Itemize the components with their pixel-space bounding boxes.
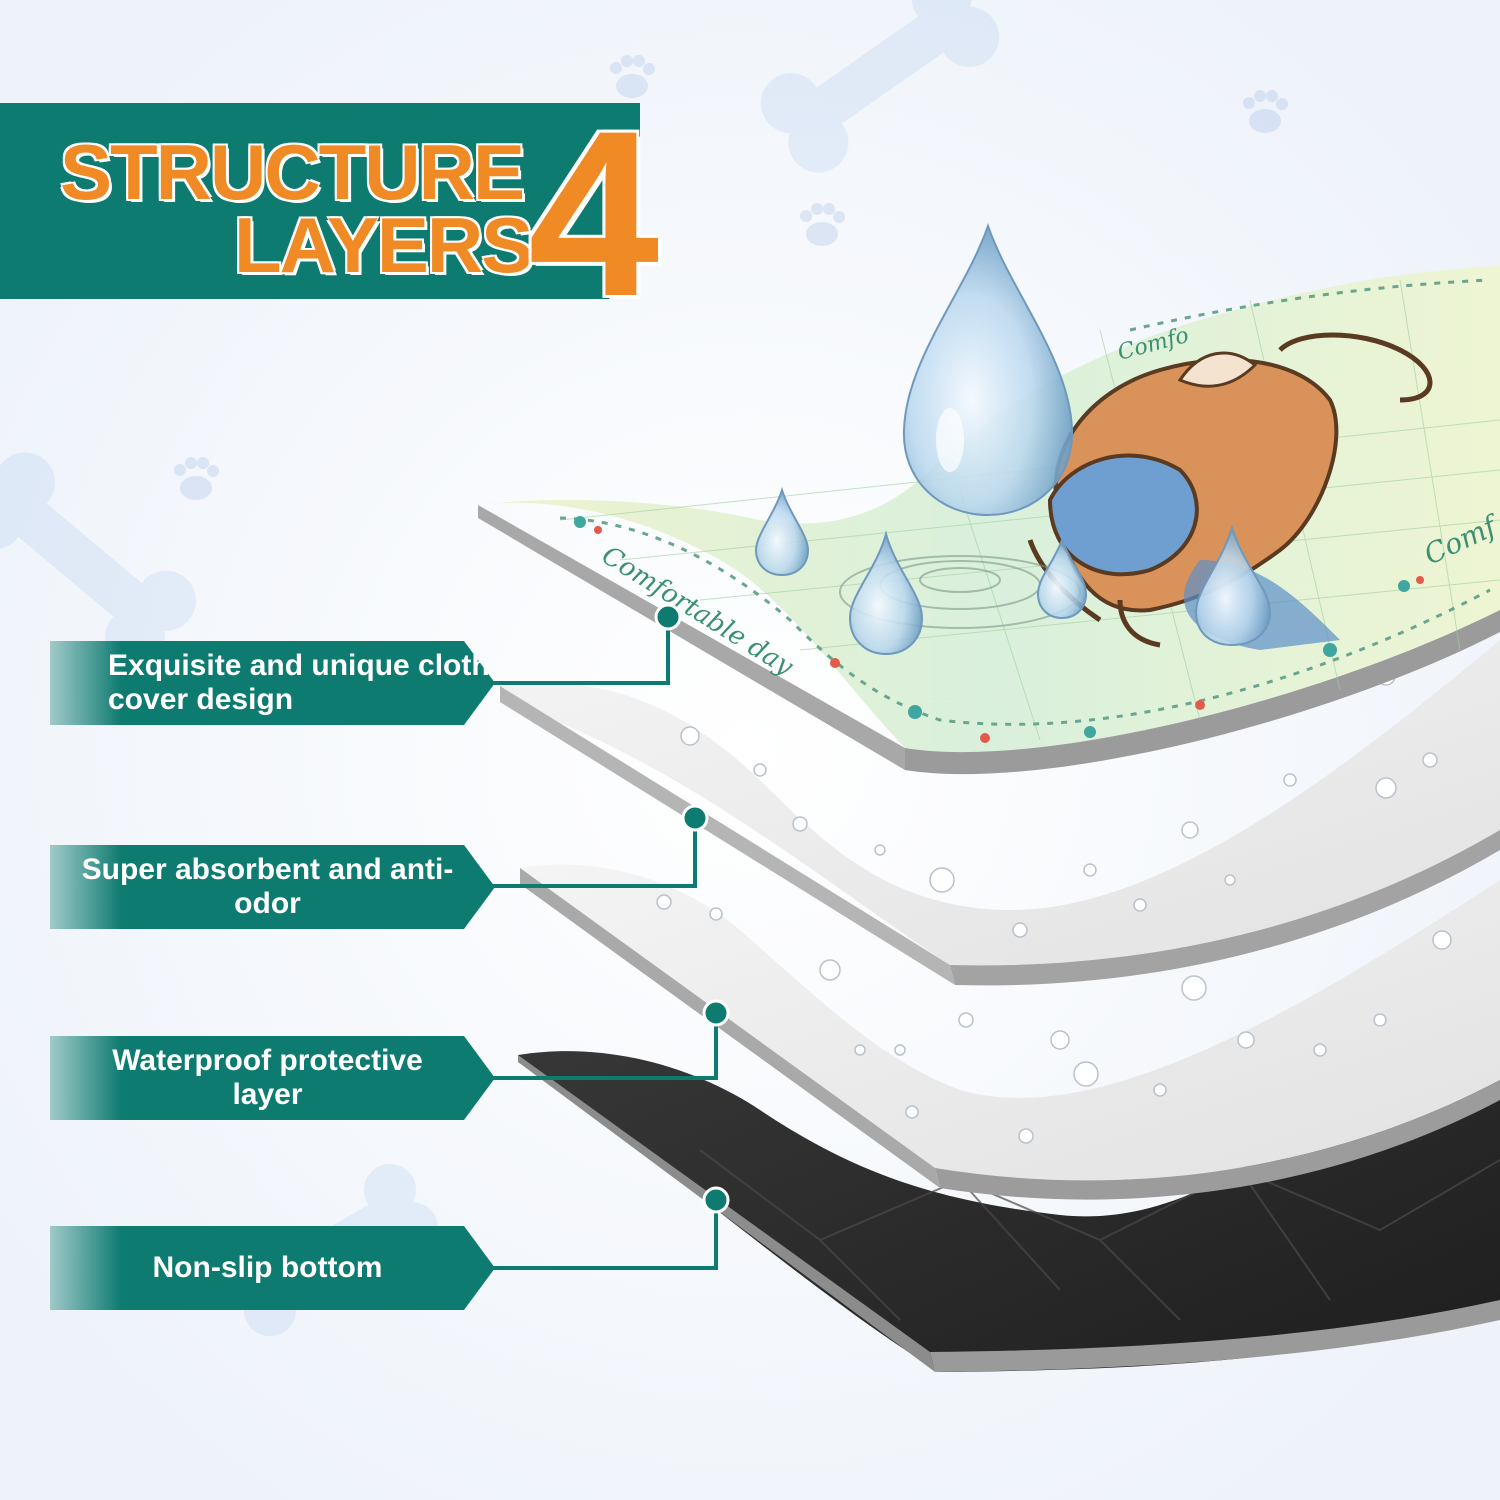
layer-label-cloth-cover: Exquisite and unique cloth cover design	[50, 641, 495, 725]
title-word-structure: STRUCTURE	[60, 128, 525, 216]
layer-label-text: Super absorbent and anti-odor	[81, 853, 454, 920]
quilt-pattern	[699, 1149, 1500, 1321]
layer-label-text: Non-slip bottom	[152, 1251, 383, 1284]
water-drop-icon	[754, 486, 810, 577]
paw-icon	[1243, 90, 1288, 133]
layer-label-text: Waterproof protective layer	[112, 1044, 423, 1111]
water-beads	[656, 666, 1452, 1144]
paw-icon	[174, 457, 219, 500]
layer-label-non-slip: Non-slip bottom	[50, 1226, 495, 1310]
water-drop-icon	[1036, 537, 1088, 620]
water-drop-icon	[1194, 524, 1272, 647]
water-drop-icon	[848, 530, 924, 656]
paw-icon	[610, 55, 655, 98]
layer-label-super-absorbent: Super absorbent and anti-odor	[50, 845, 495, 929]
layer-non-slip-bottom	[518, 950, 1500, 1372]
bone-icon	[760, 0, 1000, 173]
title-banner	[0, 103, 640, 299]
water-drops	[754, 222, 1272, 656]
layer-label-waterproof: Waterproof protective layer	[50, 1036, 495, 1120]
title-word-layers: LAYERS	[234, 201, 533, 289]
paw-pattern	[174, 55, 1288, 500]
layer-waterproof-protective	[520, 864, 1500, 1200]
flower-decoration	[574, 516, 1424, 743]
leader-lines	[470, 617, 718, 1270]
corgi-icon	[1027, 332, 1433, 650]
paw-icon	[800, 203, 845, 246]
title-number: 4	[528, 82, 659, 346]
bone-icon	[0, 452, 196, 668]
layer-super-absorbent	[500, 640, 1500, 986]
layer-label-text: Exquisite and unique cloth cover design	[108, 649, 490, 716]
leader-dots	[654, 603, 730, 1214]
